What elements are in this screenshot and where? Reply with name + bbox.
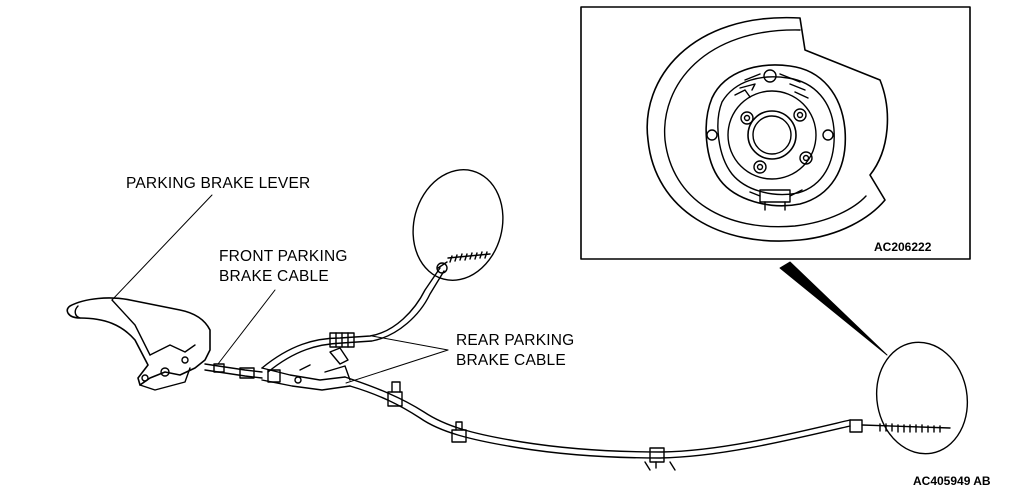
inset-figure-code: AC206222 xyxy=(874,240,932,254)
leader-lines xyxy=(111,194,449,384)
right-detail-circle xyxy=(875,341,969,455)
rear-cable-upper xyxy=(261,267,445,373)
inset-pointer xyxy=(779,261,888,356)
parking-brake-lever xyxy=(66,297,211,391)
right-cable-end xyxy=(849,419,951,433)
label-parking-brake-lever: PARKING BRAKE LEVER xyxy=(126,175,311,192)
label-front-cable-line2: BRAKE CABLE xyxy=(219,268,329,285)
front-parking-brake-cable xyxy=(204,363,263,379)
label-front-cable-line1: FRONT PARKING xyxy=(219,248,348,265)
label-rear-cable-line1: REAR PARKING xyxy=(456,332,575,349)
left-detail-circle xyxy=(412,169,504,281)
cable-equalizer xyxy=(261,347,351,391)
rear-cable-lower xyxy=(344,376,851,471)
figure-code: AC405949 AB xyxy=(913,474,991,488)
label-rear-cable-line2: BRAKE CABLE xyxy=(456,352,566,369)
inset-detail-box xyxy=(580,6,971,260)
left-cable-end xyxy=(436,251,491,274)
